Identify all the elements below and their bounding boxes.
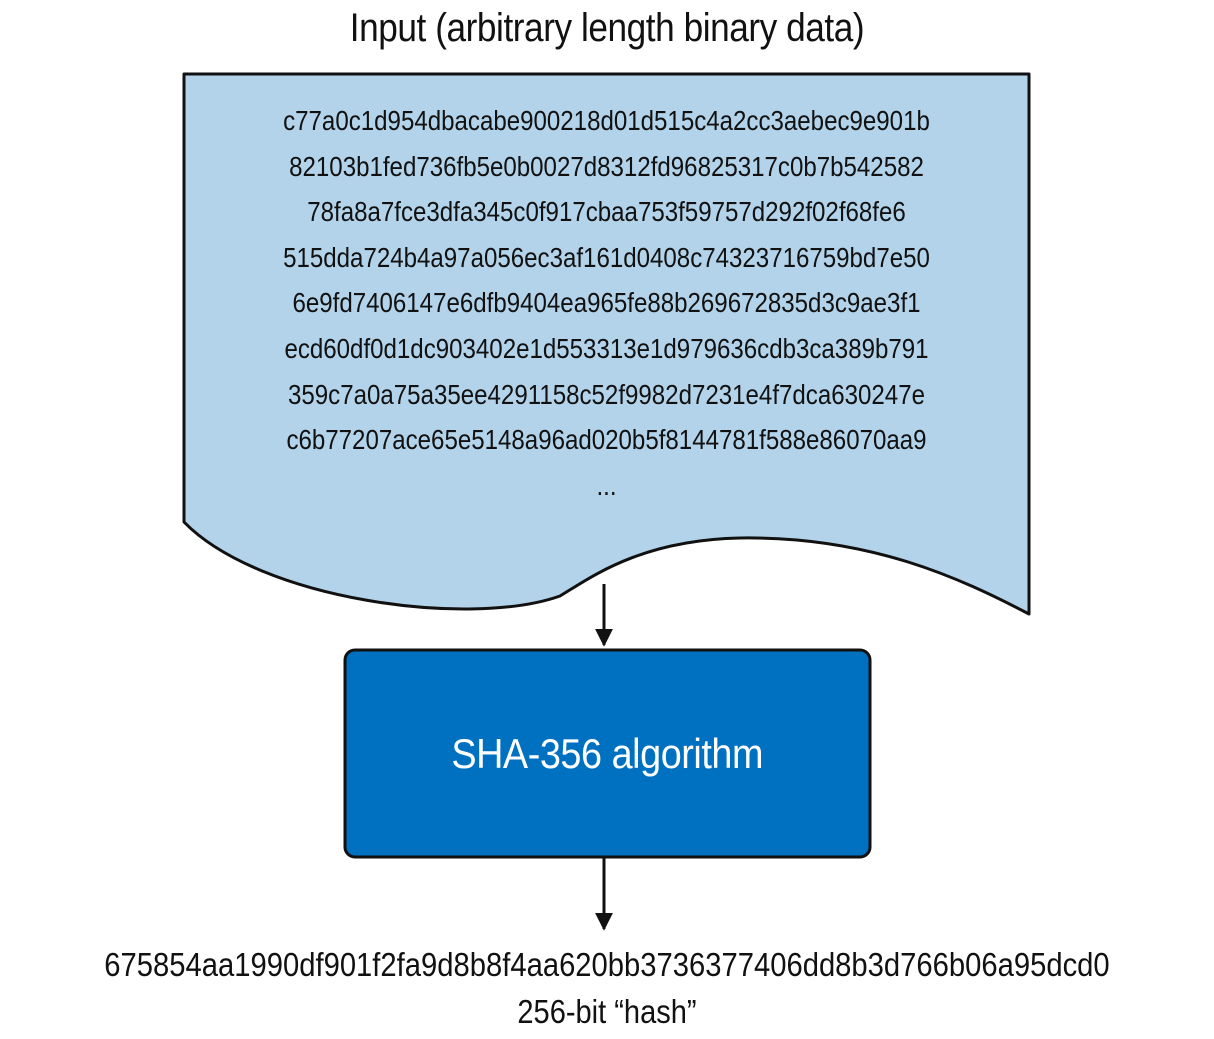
input-data-line: c77a0c1d954dbacabe900218d01d515c4a2cc3ae… — [283, 105, 930, 136]
algorithm-label-container: SHA-356 algorithm — [345, 650, 870, 857]
algorithm-box — [343, 648, 872, 859]
input-document-shape — [182, 72, 1031, 616]
input-data-ellipsis: ... — [596, 469, 617, 501]
output-hash-value: 675854aa1990df901f2fa9d8b8f4aa620bb37363… — [104, 946, 1110, 983]
input-data-line: 515dda724b4a97a056ec3af161d0408c74323716… — [283, 241, 930, 273]
algorithm-label: SHA-356 algorithm — [451, 729, 764, 777]
input-data-line: 78fa8a7fce3dfa345c0f917cbaa753f59757d292… — [307, 196, 906, 228]
input-data-line: 359c7a0a75a35ee4291158c52f9982d7231e4f7d… — [288, 378, 925, 410]
input-data-line: 82103b1fed736fb5e0b0027d8312fd96825317c0… — [289, 150, 924, 182]
input-data-block: c77a0c1d954dbacabe900218d01d515c4a2cc3ae… — [184, 98, 1029, 508]
output-hash-label: 256-bit “hash” — [517, 993, 697, 1030]
input-data-line: c6b77207ace65e5148a96ad020b5f8144781f588… — [286, 424, 927, 456]
input-data-line: ecd60df0d1dc903402e1d553313e1d979636cdb3… — [284, 332, 929, 364]
input-data-line: 6e9fd7406147e6dfb9404ea965fe88b269672835… — [292, 287, 921, 319]
diagram-title: Input (arbitrary length binary data) — [349, 6, 865, 50]
